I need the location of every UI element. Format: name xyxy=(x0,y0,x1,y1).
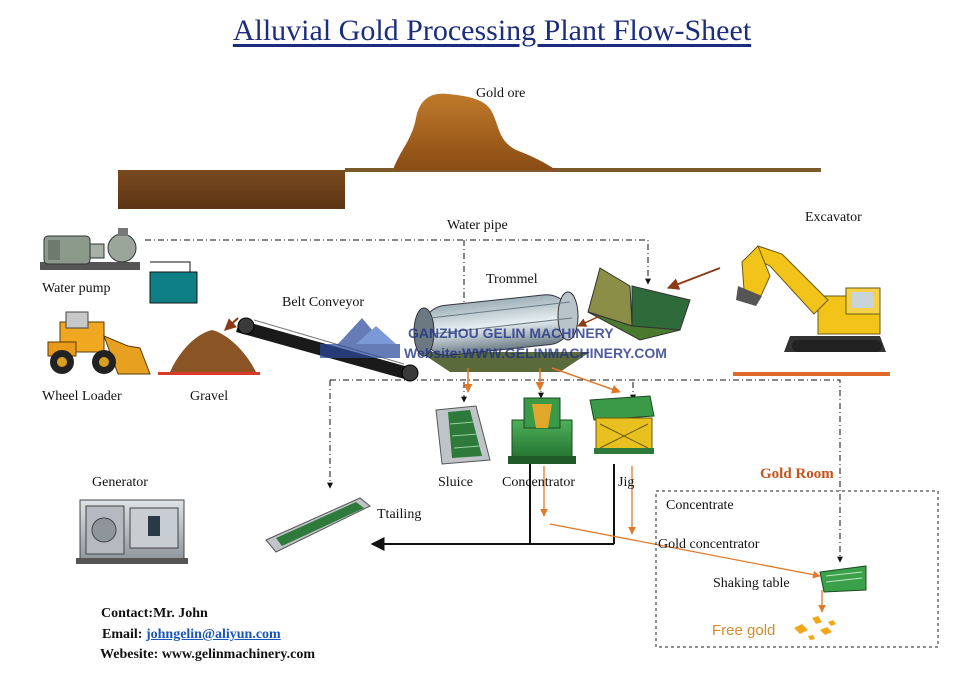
hopper-to-trommel-arrow xyxy=(577,315,601,327)
gravel-pile xyxy=(158,330,260,375)
jig-label: Jig xyxy=(618,475,635,490)
gold-room-box xyxy=(655,490,939,648)
soil-block xyxy=(118,170,345,209)
feed-hopper xyxy=(587,267,691,341)
generator-machine xyxy=(76,499,188,564)
gold-concentrator-label: Gold concentrator xyxy=(658,537,760,552)
free-gold-nuggets xyxy=(794,616,836,640)
trommel-label: Trommel xyxy=(486,272,538,287)
excavator-to-hopper-arrow xyxy=(666,267,721,290)
tailing-return-lines xyxy=(370,464,615,551)
gold-room-label: Gold Room xyxy=(760,466,834,482)
shaking-table-machine xyxy=(819,565,867,593)
ground-strata xyxy=(118,168,821,209)
water-pump-machine xyxy=(40,228,140,270)
gravel-label: Gravel xyxy=(190,389,229,404)
gold-ore-label: Gold ore xyxy=(476,86,526,101)
sluice-label: Sluice xyxy=(438,475,473,490)
tailing-label: Ttailing xyxy=(377,507,422,522)
sluice-machine xyxy=(435,405,491,465)
contact-email-link[interactable]: johngelin@aliyun.com xyxy=(145,627,281,642)
watermark-website: Website:WWW.GELINMACHINERY.COM xyxy=(404,345,667,361)
water-pump-label: Water pump xyxy=(42,281,111,296)
shaking-table-label: Shaking table xyxy=(713,576,790,591)
ground-line xyxy=(345,168,821,172)
contact-email-label: Email: xyxy=(102,627,146,642)
excavator-machine xyxy=(733,245,890,376)
free-gold-label: Free gold xyxy=(712,622,776,639)
wheel-loader-machine xyxy=(47,311,151,375)
gold-ore-pile xyxy=(393,93,556,170)
water-tank xyxy=(149,261,198,304)
centrifugal-concentrator-machine xyxy=(508,397,576,464)
trommel-machine xyxy=(413,291,590,372)
gravel-to-conveyor-arrow xyxy=(224,317,239,331)
contact-name: Contact:Mr. John xyxy=(101,606,208,621)
contact-email-row: Email: johngelin@aliyun.com xyxy=(102,628,281,642)
watermark-company: GANZHOU GELIN MACHINERY xyxy=(408,325,614,341)
concentrator-label: Concentrator xyxy=(502,475,576,490)
tailing-sluice-machine xyxy=(265,497,371,553)
water-pipe-lines xyxy=(145,239,843,563)
trommel-output-arrows xyxy=(463,367,621,394)
wheel-loader-label: Wheel Loader xyxy=(42,389,122,404)
belt-conveyor-label: Belt Conveyor xyxy=(282,295,365,310)
excavator-label: Excavator xyxy=(805,210,862,225)
page-title: Alluvial Gold Processing Plant Flow-Shee… xyxy=(232,14,752,47)
generator-label: Generator xyxy=(92,475,148,490)
concentrate-label: Concentrate xyxy=(666,498,734,513)
contact-website: Webesite: www.gelinmachinery.com xyxy=(100,647,316,662)
watermark-logo xyxy=(320,318,400,358)
concentrate-flow-lines xyxy=(540,466,826,613)
water-pipe-label: Water pipe xyxy=(447,218,508,233)
jig-machine xyxy=(589,395,655,454)
